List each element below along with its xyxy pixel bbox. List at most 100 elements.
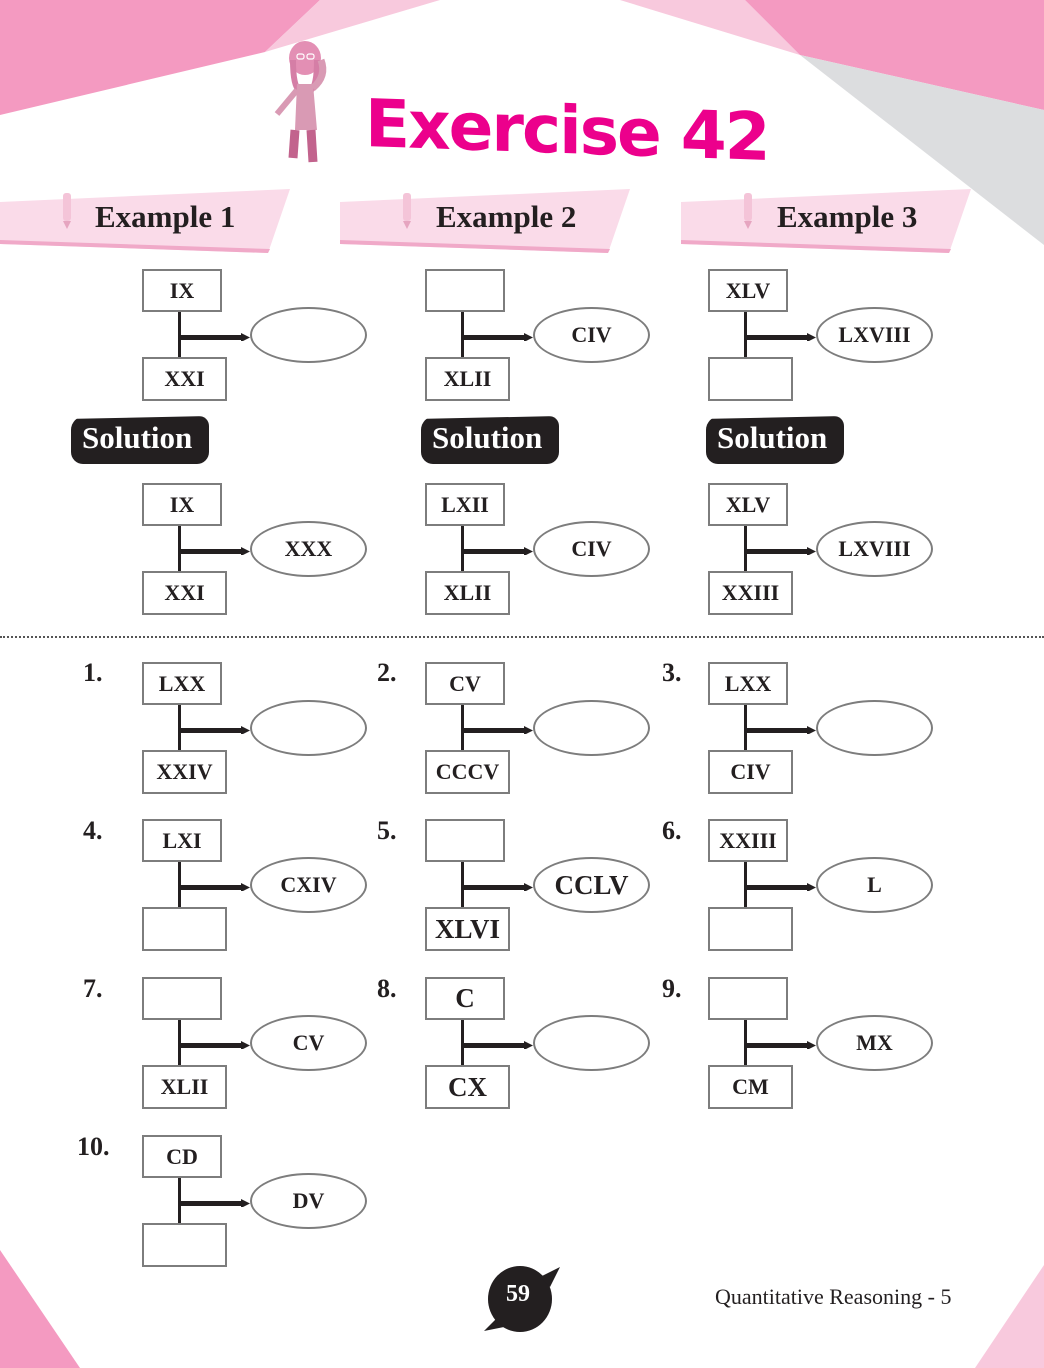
- answer-oval[interactable]: [816, 700, 933, 756]
- corner-shape-top-right-light: [620, 0, 800, 55]
- top-box: LXX: [142, 662, 222, 705]
- connector-line: [744, 1020, 747, 1065]
- top-box: XLV: [708, 483, 788, 526]
- section-divider: [0, 636, 1044, 638]
- question-5-diagram: CCLV XLVI: [425, 819, 665, 954]
- top-box[interactable]: [425, 269, 505, 312]
- connector-line: [178, 1178, 181, 1223]
- bottom-box: XXIII: [708, 571, 793, 615]
- solution-label-1: Solution: [71, 416, 209, 464]
- connector-line: [178, 862, 181, 907]
- answer-box[interactable]: [425, 819, 505, 862]
- answer-box[interactable]: [142, 907, 227, 951]
- corner-shape-bottom-left: [0, 1250, 80, 1368]
- top-box: CV: [425, 662, 505, 705]
- solution-1-diagram: IX XXX XXI: [142, 483, 382, 618]
- question-10-diagram: CD DV: [142, 1135, 382, 1270]
- result-oval: CIV: [533, 521, 650, 577]
- book-title-footer: Quantitative Reasoning - 5: [715, 1284, 952, 1309]
- answer-oval[interactable]: [533, 1015, 650, 1071]
- result-oval: MX: [816, 1015, 933, 1071]
- top-box: LXII: [425, 483, 505, 526]
- top-box: LXI: [142, 819, 222, 862]
- arrow-right-icon: [463, 1041, 533, 1049]
- bottom-box: CX: [425, 1065, 510, 1109]
- question-number: 1.: [83, 658, 103, 687]
- top-box: IX: [142, 269, 222, 312]
- question-3-diagram: LXX CIV: [708, 662, 948, 797]
- solution-label-3: Solution: [706, 416, 844, 464]
- arrow-right-icon: [463, 333, 533, 341]
- result-oval: CXIV: [250, 857, 367, 913]
- bottom-box: CIV: [708, 750, 793, 794]
- result-oval: L: [816, 857, 933, 913]
- connector-line: [744, 705, 747, 750]
- page-number-badge: 59: [484, 1263, 560, 1335]
- bottom-box: CM: [708, 1065, 793, 1109]
- connector-line: [178, 526, 181, 571]
- corner-shape-top-left-light: [265, 0, 440, 52]
- page-number: 59: [506, 1281, 530, 1307]
- result-oval: LXVIII: [816, 521, 933, 577]
- corner-shape-bottom-right: [975, 1265, 1044, 1368]
- answer-oval[interactable]: [250, 700, 367, 756]
- connector-line: [178, 312, 181, 357]
- answer-box[interactable]: [708, 907, 793, 951]
- example-2-label: Example 2: [436, 199, 577, 234]
- example-1-banner: Example 1: [0, 189, 290, 253]
- bottom-box: XLII: [142, 1065, 227, 1109]
- arrow-right-icon: [746, 1041, 816, 1049]
- bottom-box: CCCV: [425, 750, 510, 794]
- connector-line: [461, 526, 464, 571]
- connector-line: [744, 862, 747, 907]
- arrow-right-icon: [746, 333, 816, 341]
- corner-shape-grey: [800, 55, 1044, 245]
- question-number: 8.: [377, 974, 397, 1003]
- arrow-right-icon: [180, 333, 250, 341]
- pencil-mascot-icon: [403, 193, 411, 229]
- question-6-diagram: XXIII L: [708, 819, 948, 954]
- bottom-box: XXIV: [142, 750, 227, 794]
- arrow-right-icon: [463, 883, 533, 891]
- example-2-banner: Example 2: [340, 189, 630, 253]
- banner-shape: [340, 189, 630, 253]
- question-number: 9.: [662, 974, 682, 1003]
- page-title: Exercise 42: [365, 84, 769, 177]
- bottom-box[interactable]: [708, 357, 793, 401]
- top-box: CD: [142, 1135, 222, 1178]
- top-box: XLV: [708, 269, 788, 312]
- result-oval: CV: [250, 1015, 367, 1071]
- bottom-box: XXI: [142, 357, 227, 401]
- arrow-right-icon: [180, 547, 250, 555]
- example-3-banner: Example 3: [681, 189, 971, 253]
- question-8-diagram: C CX: [425, 977, 665, 1112]
- answer-box[interactable]: [708, 977, 788, 1020]
- bottom-box: XLII: [425, 357, 510, 401]
- question-number: 10.: [77, 1132, 110, 1161]
- question-number: 5.: [377, 816, 397, 845]
- bottom-box: XLVI: [425, 907, 510, 951]
- result-oval[interactable]: [250, 307, 367, 363]
- top-box: XXIII: [708, 819, 788, 862]
- answer-box[interactable]: [142, 1223, 227, 1267]
- solution-2-diagram: LXII CIV XLII: [425, 483, 665, 618]
- arrow-right-icon: [180, 1199, 250, 1207]
- answer-box[interactable]: [142, 977, 222, 1020]
- corner-shape-top-right: [745, 0, 1044, 110]
- corner-shape-top-left: [0, 0, 320, 115]
- result-oval: XXX: [250, 521, 367, 577]
- bottom-box: XXI: [142, 571, 227, 615]
- example-1-label: Example 1: [95, 199, 236, 234]
- question-number: 4.: [83, 816, 103, 845]
- connector-line: [461, 705, 464, 750]
- answer-oval[interactable]: [533, 700, 650, 756]
- question-number: 7.: [83, 974, 103, 1003]
- solution-label-2: Solution: [421, 416, 559, 464]
- connector-line: [178, 1020, 181, 1065]
- top-box: C: [425, 977, 505, 1020]
- arrow-right-icon: [746, 547, 816, 555]
- result-oval: CIV: [533, 307, 650, 363]
- arrow-right-icon: [746, 726, 816, 734]
- arrow-right-icon: [180, 883, 250, 891]
